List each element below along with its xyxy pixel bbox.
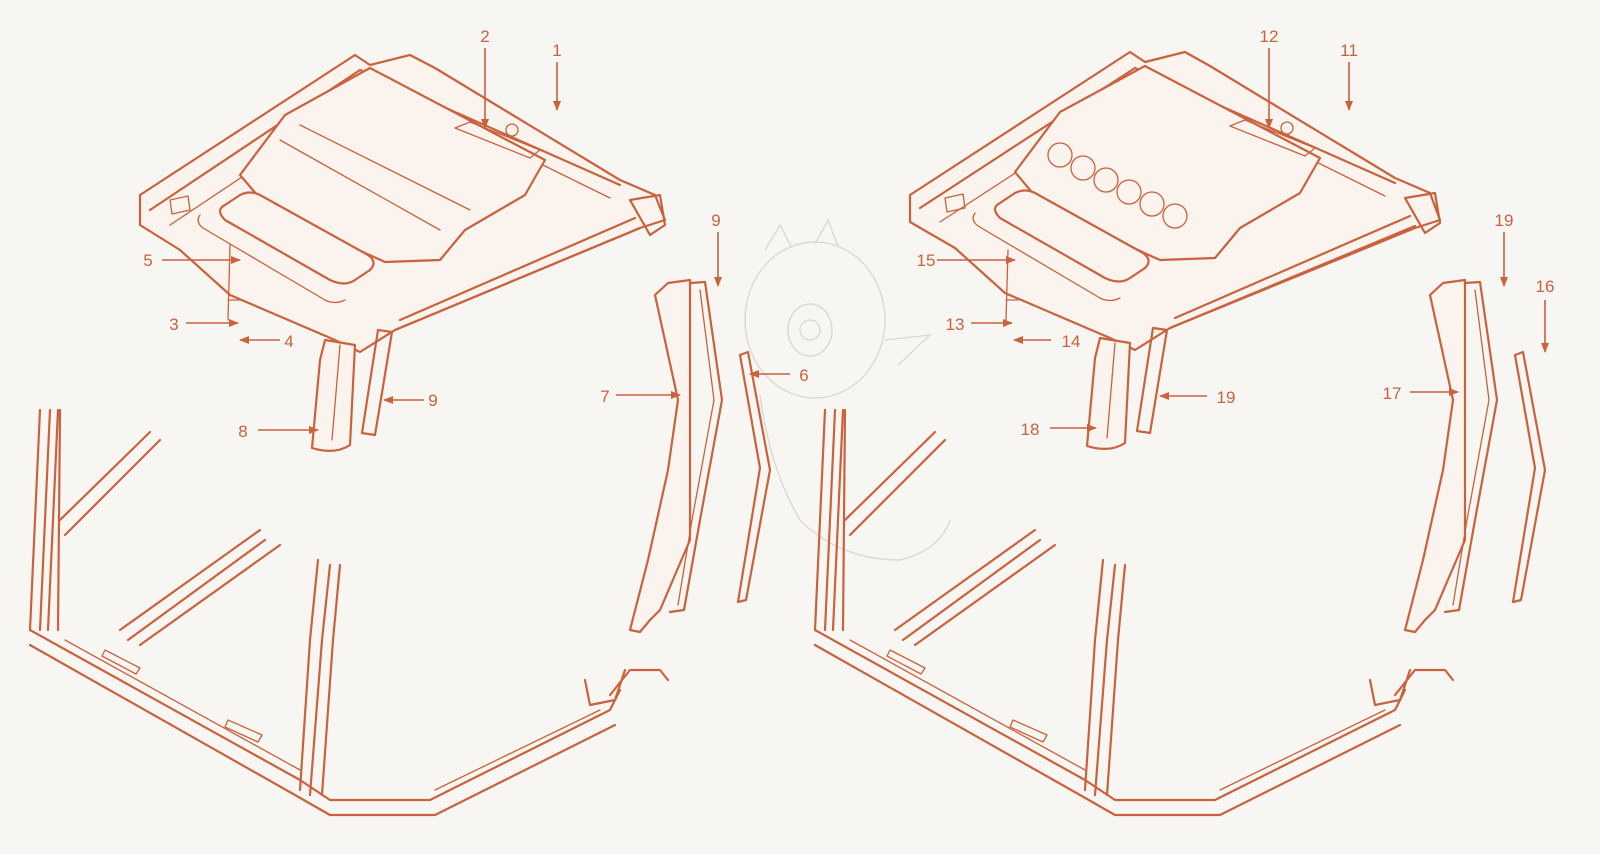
callout-17: 17 <box>1383 384 1402 403</box>
callout-2: 2 <box>480 27 489 46</box>
roof-panel-right <box>908 50 1442 352</box>
callout-12: 12 <box>1260 27 1279 46</box>
callout-14: 14 <box>1062 332 1081 351</box>
callout-13: 13 <box>946 315 965 334</box>
door-frame-left <box>28 408 670 817</box>
door-seal-left <box>628 278 772 634</box>
callout-6: 6 <box>799 366 808 385</box>
roof-panel-left <box>138 53 667 354</box>
callout-1: 1 <box>552 41 561 60</box>
callout-9-pillar: 9 <box>428 391 437 410</box>
watermark-mascot <box>744 218 951 561</box>
callout-18: 18 <box>1021 420 1040 439</box>
callout-19-pillar: 19 <box>1217 388 1236 407</box>
callout-7: 7 <box>600 387 609 406</box>
door-frame-right <box>813 408 1455 817</box>
callout-labels: 1 2 5 3 4 6 7 8 9 9 11 12 15 13 14 16 17… <box>143 27 1554 441</box>
callout-15: 15 <box>917 251 936 270</box>
callout-5: 5 <box>143 251 152 270</box>
callout-11: 11 <box>1340 41 1358 60</box>
callout-9-top: 9 <box>711 211 720 230</box>
callout-8: 8 <box>238 422 247 441</box>
callout-3: 3 <box>169 315 178 334</box>
leader-lines <box>162 48 1549 434</box>
callout-19-top: 19 <box>1495 211 1514 230</box>
door-seal-right <box>1403 278 1547 634</box>
pillar-right <box>1085 326 1169 450</box>
pillar-left <box>310 328 394 452</box>
callout-4: 4 <box>284 332 293 351</box>
callout-16: 16 <box>1536 277 1555 296</box>
